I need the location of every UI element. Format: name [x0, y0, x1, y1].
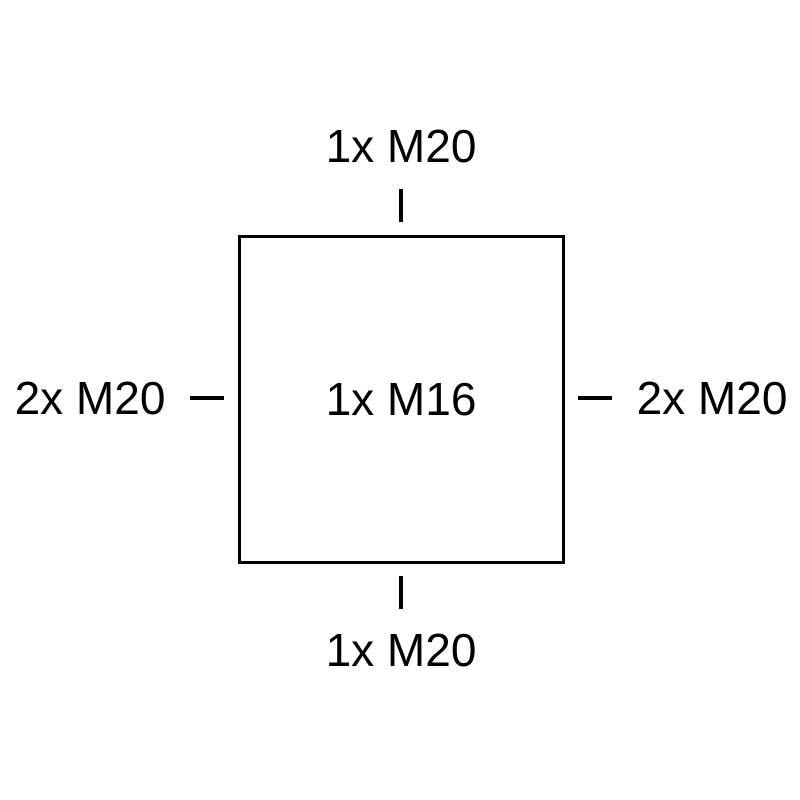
- right-gland-label: 2x M20: [636, 372, 788, 424]
- bottom-connector-line: [399, 576, 403, 609]
- left-connector-line: [190, 396, 224, 400]
- top-connector-line: [399, 189, 403, 222]
- top-gland-label: 1x M20: [325, 120, 477, 172]
- enclosure-box: [238, 235, 565, 564]
- bottom-gland-label: 1x M20: [325, 624, 477, 676]
- center-gland-label: 1x M16: [325, 373, 477, 425]
- right-connector-line: [578, 396, 612, 400]
- left-gland-label: 2x M20: [14, 372, 166, 424]
